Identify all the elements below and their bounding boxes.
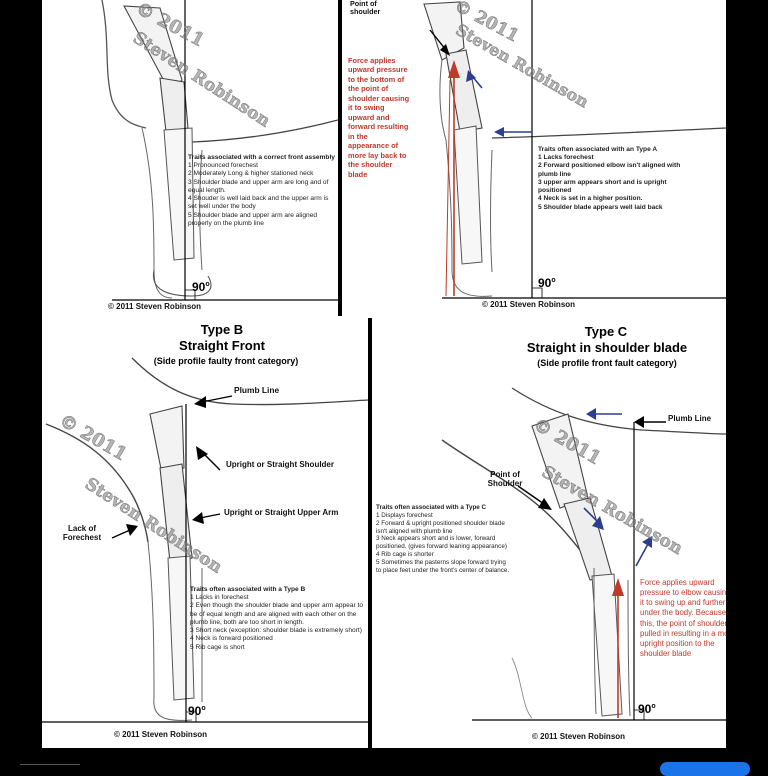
type-c-illustration <box>441 387 726 721</box>
diagram-sheet: © 2011 Steven Robinson Traits associated… <box>42 0 726 748</box>
force-description: Force applies upward pressure to the bot… <box>348 56 410 179</box>
degree-label: 90o <box>638 702 656 716</box>
degree-label: 90o <box>538 276 556 290</box>
point-of-shoulder-label: Point of Shoulder <box>487 470 523 489</box>
trait-item: 3 upper arm appears short and is upright… <box>538 178 669 195</box>
trait-item: 5 Shoulder blade appears well laid back <box>538 203 663 211</box>
bottom-bar <box>0 748 768 768</box>
type-b-illustration <box>42 357 368 723</box>
trait-item: 2 Even though the shoulder blade and upp… <box>190 602 365 626</box>
force-description: Force applies upward pressure to elbow c… <box>640 578 726 658</box>
type-c-title: Type C <box>584 324 628 339</box>
point-of-shoulder-label: Point of shoulder <box>350 0 381 17</box>
degree-label: 90o <box>192 280 210 294</box>
traits-title: Traits often associated with a Type B <box>190 586 306 593</box>
copyright: © 2011 Steven Robinson <box>532 732 626 741</box>
trait-item: 5 Shoulder blade and upper arm are align… <box>188 211 319 227</box>
trait-item: 1 Pronounced forechest <box>188 162 259 170</box>
trait-item: 1 Lacks in forechest <box>190 594 249 602</box>
type-c-traits-list: Traits often associated with a Type C 1 … <box>376 504 510 575</box>
trait-item: 4 Rib cage is shorter <box>376 551 434 559</box>
copyright: © 2011 Steven Robinson <box>108 302 202 311</box>
traits-title: Traits often associated with an Type A <box>538 146 658 153</box>
correct-traits-list: Traits associated with a correct front a… <box>188 154 338 228</box>
upright-shoulder-label: Upright or Straight Shoulder <box>226 460 334 469</box>
lack-of-forechest-label: Lack of Forechest <box>62 524 102 543</box>
upright-upper-arm-label: Upright or Straight Upper Arm <box>224 508 339 517</box>
trait-item: 2 Forward & upright positioned shoulder … <box>376 519 507 535</box>
trait-item: 4 Neck is forward positioned <box>190 635 273 643</box>
type-c-category: (Side profile front fault category) <box>537 358 677 368</box>
plumb-line-label: Plumb Line <box>668 414 712 423</box>
type-b-subtitle: Straight Front <box>179 338 265 353</box>
panel-type-c: Type C Straight in shoulder blade (Side … <box>372 318 726 748</box>
panel-type-a: Point of shoulder © 2011 Steven Robinson… <box>342 0 726 316</box>
plumb-line-label: Plumb Line <box>234 385 280 395</box>
trait-item: 2 Moderately Long & higher stationed nec… <box>188 170 314 178</box>
traits-title: Traits often associated with a Type C <box>376 504 487 511</box>
trait-item: 2 Forward positioned elbow isn't aligned… <box>538 162 683 178</box>
type-b-title: Type B <box>200 322 244 337</box>
copyright: © 2011 Steven Robinson <box>482 300 576 309</box>
trait-item: 4 Neck is set in a higher position. <box>538 195 643 203</box>
type-a-illustration <box>423 0 726 299</box>
divider-top <box>338 0 342 316</box>
trait-item: 3 Shoulder blade and upper arm are long … <box>188 178 331 194</box>
trait-item: 1 Displays forechest <box>376 511 433 519</box>
type-b-traits-list: Traits often associated with a Type B 1 … <box>190 586 366 652</box>
traits-title: Traits associated with a correct front a… <box>188 154 335 161</box>
bottom-bar-line <box>20 764 80 765</box>
type-b-category: (Side profile faulty front category) <box>153 356 299 366</box>
trait-item: 5 Rib cage is short <box>190 643 245 651</box>
trait-item: 4 Shouder is well laid back and the uppe… <box>188 195 331 211</box>
action-button[interactable] <box>660 762 750 776</box>
panel-type-b: Type B Straight Front (Side profile faul… <box>42 318 368 748</box>
copyright: © 2011 Steven Robinson <box>114 730 208 739</box>
trait-item: 5 Sometimes the pasterns slope forward t… <box>376 559 510 574</box>
type-c-subtitle: Straight in shoulder blade <box>526 340 688 355</box>
trait-item: 3 Short neck (exception: shoulder blade … <box>190 627 362 635</box>
correct-front-illustration <box>101 0 338 301</box>
panel-correct-front: © 2011 Steven Robinson Traits associated… <box>42 0 338 316</box>
trait-item: 3 Neck appears short and is lower, forwa… <box>376 535 507 551</box>
trait-item: 1 Lacks forechest <box>538 154 594 162</box>
divider-bottom <box>368 318 372 748</box>
type-a-traits-list: Traits often associated with an Type A 1… <box>538 146 684 212</box>
degree-label: 90o <box>188 704 206 718</box>
